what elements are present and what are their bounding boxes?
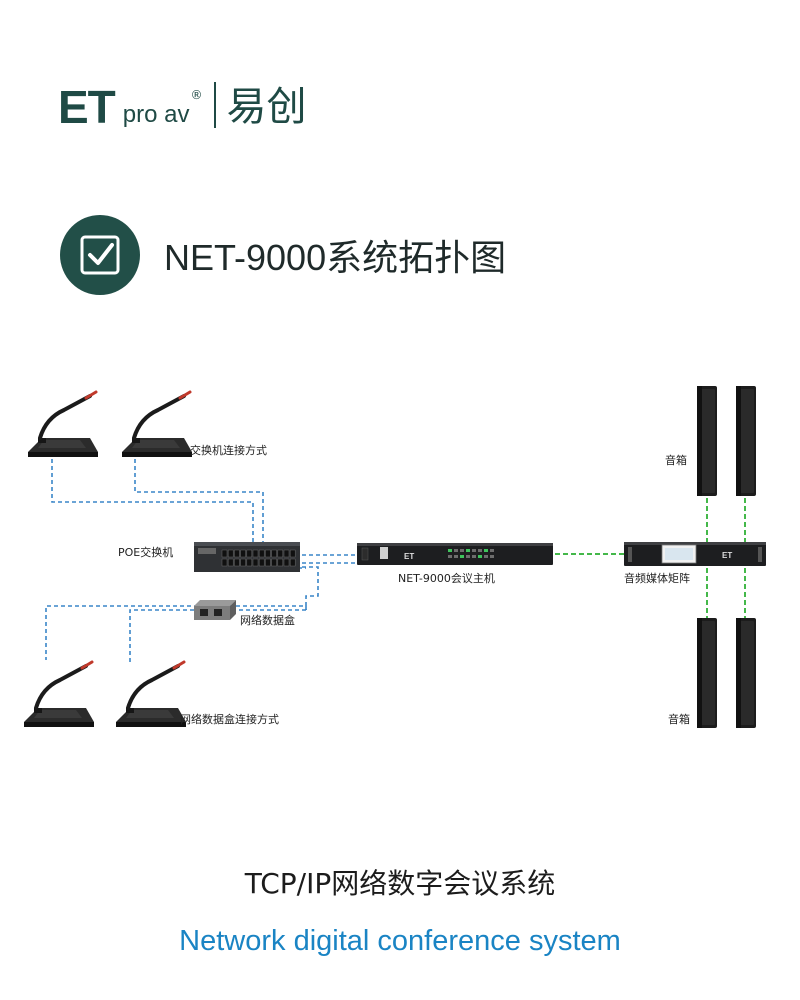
label-speaker-top: 音箱 <box>665 453 687 467</box>
brand-logo: ET pro av ® 易创 <box>58 78 306 130</box>
host-led <box>490 555 494 558</box>
label-poe-switch: POE交换机 <box>118 545 173 559</box>
switch-port <box>221 558 228 567</box>
host-led <box>448 549 452 552</box>
switch-port <box>227 549 234 558</box>
switch-port <box>283 558 290 567</box>
host-led <box>454 549 458 552</box>
logo-proav: pro av <box>122 101 190 128</box>
check-icon <box>80 235 120 275</box>
microphone-unit-4 <box>114 660 188 729</box>
switch-port <box>277 558 284 567</box>
poe-switch <box>194 542 300 572</box>
check-badge <box>60 215 140 295</box>
label-speaker-bottom: 音箱 <box>668 712 690 726</box>
logo-registered: ® <box>190 88 203 102</box>
logo-divider <box>214 82 217 128</box>
switch-port <box>252 549 259 558</box>
switch-port <box>265 549 271 558</box>
microphone-unit-3 <box>22 660 96 729</box>
host-led <box>472 555 476 558</box>
column-speaker-2 <box>736 386 756 496</box>
switch-port <box>289 558 296 567</box>
column-speaker-1 <box>697 386 717 496</box>
switch-port <box>283 549 290 558</box>
logo-et: ET <box>58 81 116 133</box>
page-title: NET-9000系统拓扑图 <box>164 237 507 278</box>
host-led <box>466 549 470 552</box>
label-box-method: 网络数据盒连接方式 <box>180 712 279 726</box>
switch-port <box>258 549 265 558</box>
switch-port <box>289 549 296 558</box>
column-speaker-3 <box>697 618 717 728</box>
topology-diagram: ET ET 交换机连接方式 POE交换机 NET-9000会议主机 音频媒体矩阵… <box>22 386 766 729</box>
switch-port <box>240 549 246 558</box>
host-led <box>484 555 488 558</box>
conference-host: ET <box>357 543 553 565</box>
column-speaker-4 <box>736 618 756 728</box>
host-led <box>478 555 482 558</box>
footer-title-en: Network digital conference system <box>179 925 621 957</box>
host-led <box>484 549 488 552</box>
switch-port <box>234 549 240 558</box>
switch-port <box>246 549 253 558</box>
microphone-unit-2 <box>120 390 194 459</box>
switch-port <box>271 558 277 567</box>
network-data-box <box>194 600 236 620</box>
host-led <box>460 549 464 552</box>
host-brand: ET <box>404 552 414 561</box>
microphone-unit-1 <box>26 390 100 459</box>
footer-title-cn: TCP/IP网络数字会议系统 <box>244 867 556 900</box>
switch-port <box>271 549 277 558</box>
host-led <box>490 549 494 552</box>
label-media-matrix: 音频媒体矩阵 <box>624 571 690 585</box>
switch-port <box>240 558 246 567</box>
label-main-host: NET-9000会议主机 <box>398 571 495 585</box>
label-data-box: 网络数据盒 <box>240 613 295 627</box>
switch-port <box>234 558 240 567</box>
switch-port <box>227 558 234 567</box>
switch-port <box>265 558 271 567</box>
host-led <box>460 555 464 558</box>
host-led <box>466 555 470 558</box>
switch-port <box>258 558 265 567</box>
network-links <box>45 452 355 662</box>
audio-media-matrix: ET <box>624 542 766 566</box>
switch-port <box>277 549 284 558</box>
host-led <box>448 555 452 558</box>
audio-links <box>555 498 746 620</box>
matrix-brand: ET <box>722 551 732 560</box>
host-led <box>454 555 458 558</box>
switch-port <box>252 558 259 567</box>
title-row: NET-9000系统拓扑图 <box>60 215 506 295</box>
switch-port <box>221 549 228 558</box>
host-led <box>478 549 482 552</box>
logo-chinese: 易创 <box>226 84 307 130</box>
switch-port <box>246 558 253 567</box>
host-led <box>472 549 476 552</box>
label-switch-method: 交换机连接方式 <box>190 443 267 457</box>
